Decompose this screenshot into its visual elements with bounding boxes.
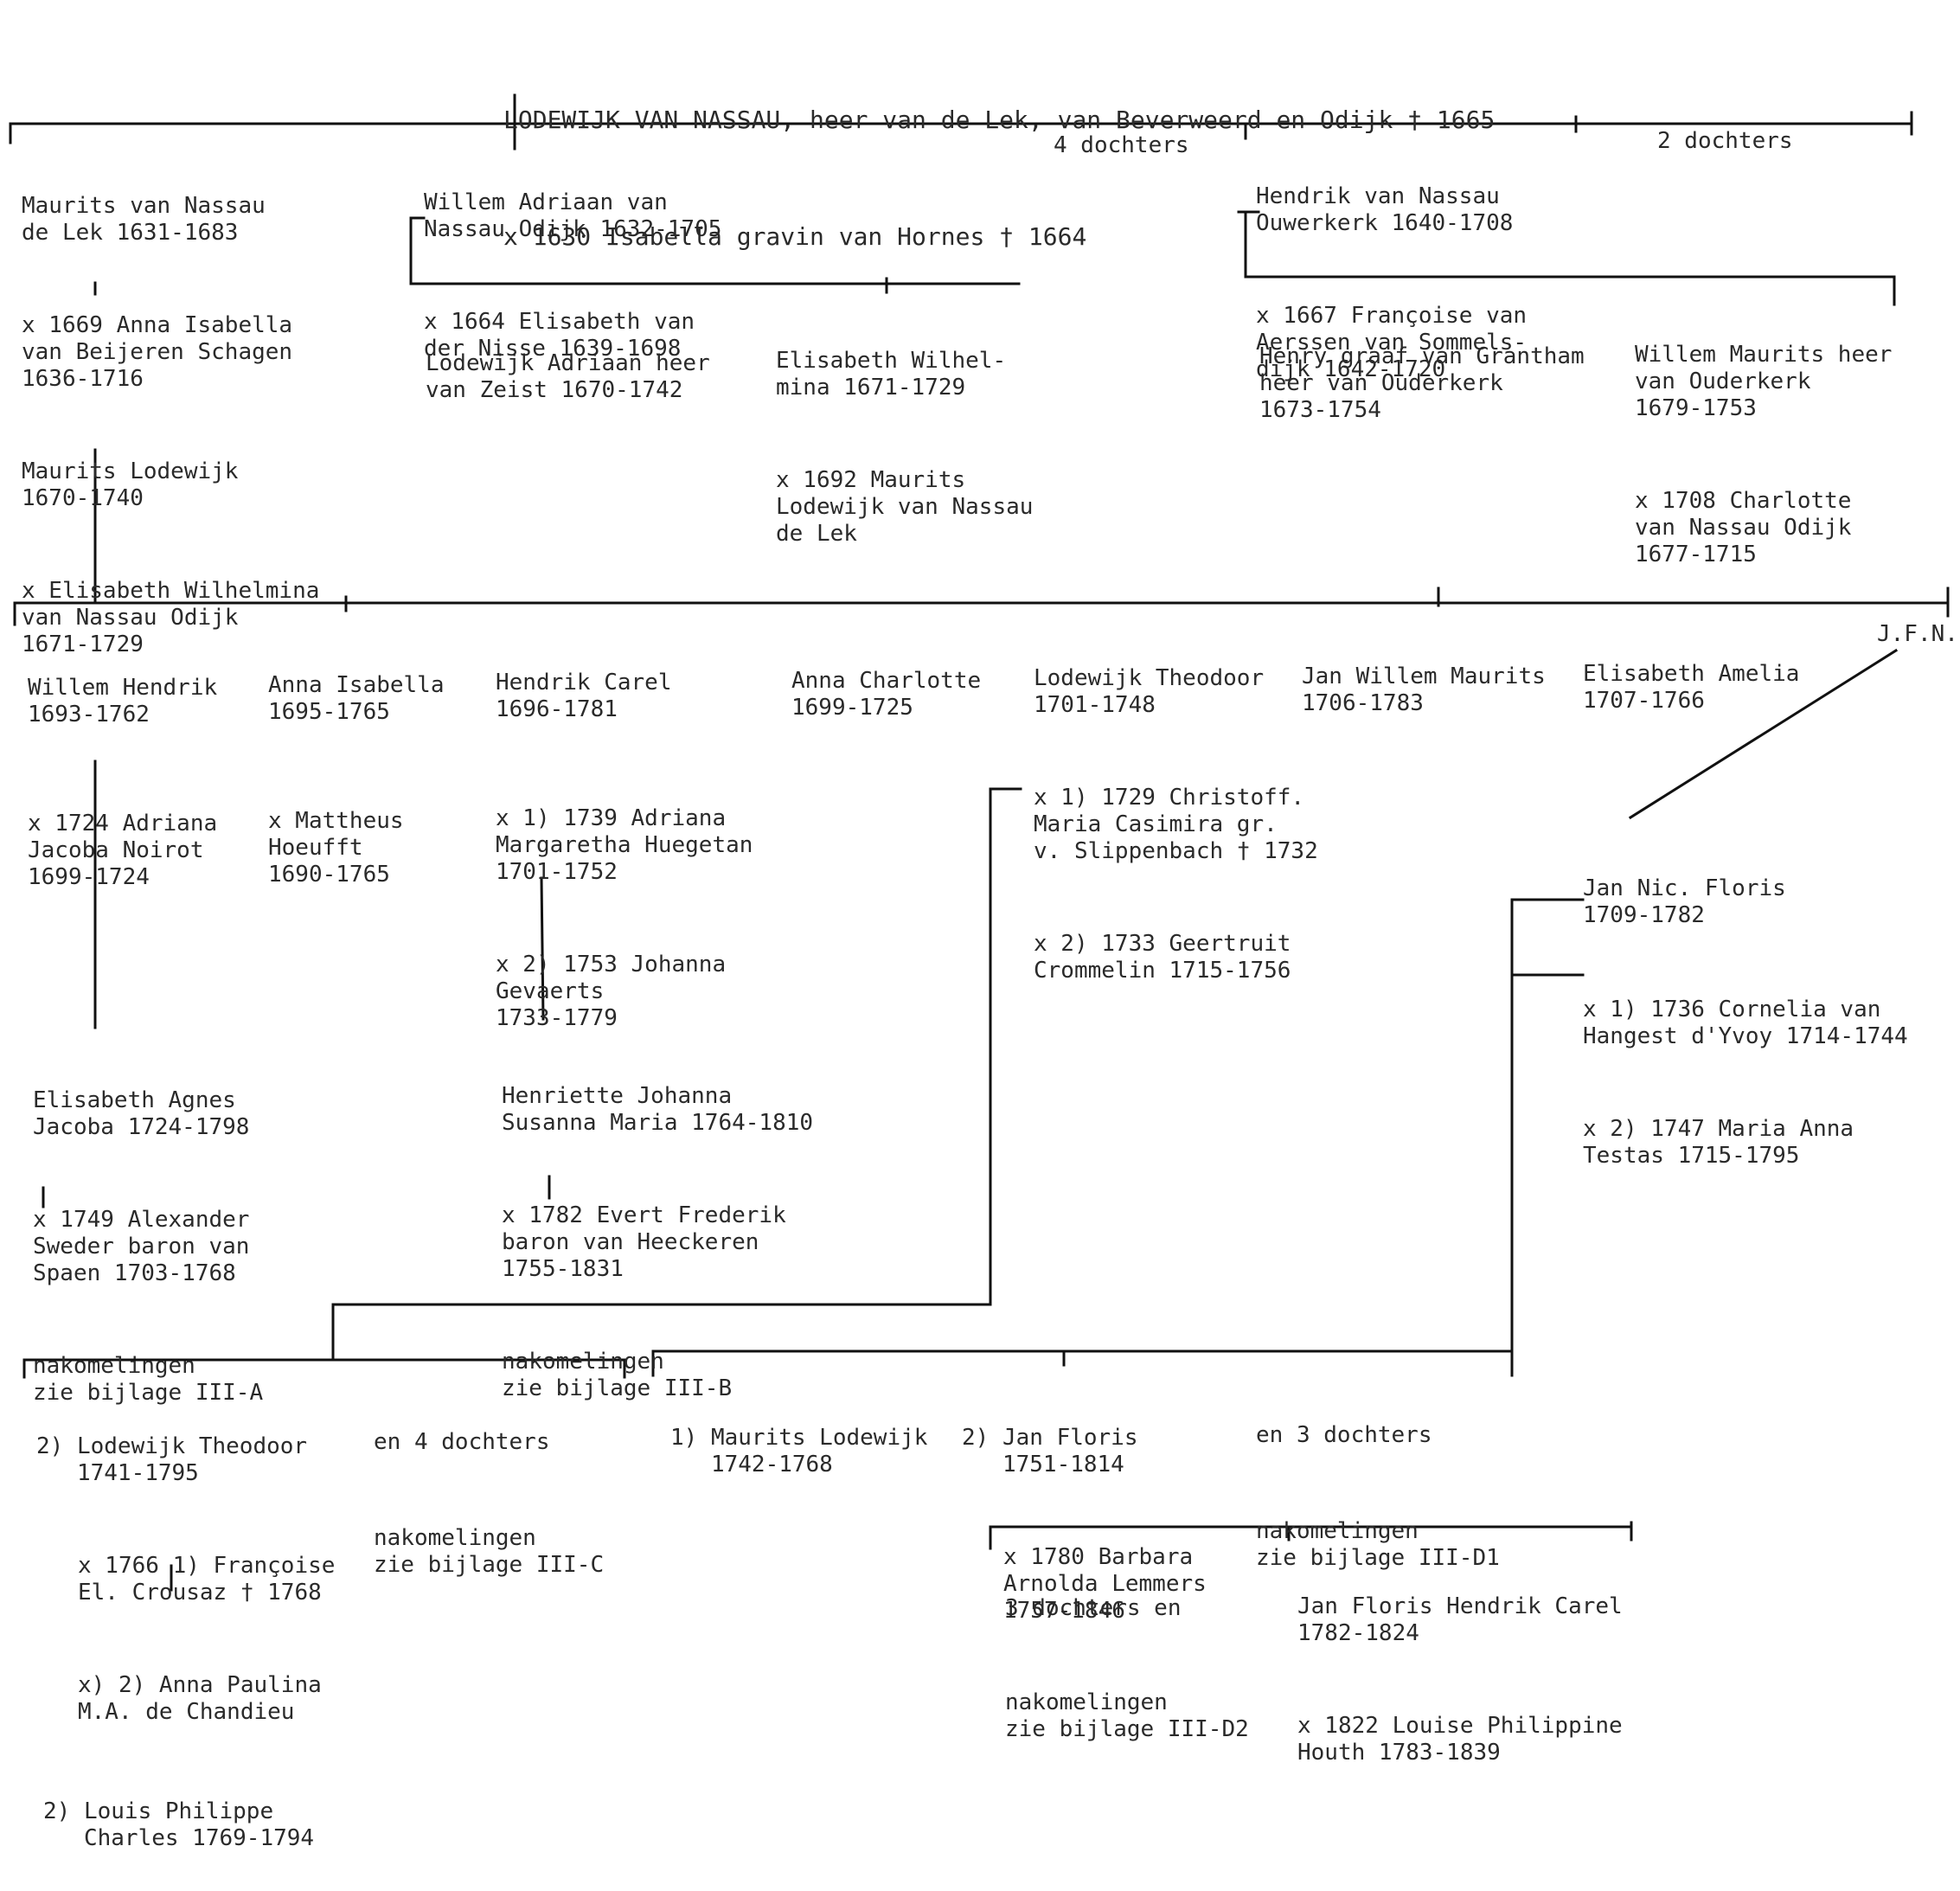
- person-anna-charlotte: Anna Charlotte 1699-1725: [791, 614, 981, 760]
- person-name: Willem Hendrik 1693-1762: [28, 675, 218, 728]
- daughters-label: 3 dochters en: [1005, 1595, 1182, 1621]
- marriage-1: x 1) 1739 Adriana Margaretha Huegetan 17…: [496, 805, 753, 885]
- descendants-note: nakomelingen zie bijlage III-D2: [1005, 1689, 1249, 1742]
- person-name: Hendrik Carel 1696-1781: [496, 670, 672, 722]
- marriage-1: x 1) 1736 Cornelia van Hangest d'Yvoy 17…: [1583, 997, 1908, 1049]
- person-name: Anna Isabella 1695-1765: [268, 672, 445, 725]
- daughters-label: en 4 dochters: [374, 1429, 550, 1455]
- person-hendrik-van-nassau: Hendrik van Nassau Ouwerkerk 1640-1708 x…: [1256, 130, 1527, 422]
- daughters-label: en 3 dochters: [1256, 1422, 1432, 1448]
- person-henry-grantham: Henry graaf van Grantham heer van Ouderk…: [1259, 290, 1585, 463]
- person-name: 1) Maurits Lodewijk 1742-1768: [670, 1425, 928, 1478]
- marriage: x 1822 Louise Philippine Houth 1783-1839: [1297, 1713, 1623, 1766]
- connector-line: [540, 876, 545, 1021]
- child-name: 2) Louis Philippe Charles 1769-1794: [43, 1798, 315, 1851]
- descendants-note: nakomelingen zie bijlage III-A: [33, 1353, 264, 1406]
- person-name: Elisabeth Wilhel- mina 1671-1729: [776, 348, 1007, 401]
- person-maurits-van-nassau: Maurits van Nassau de Lek 1631-1683 x 16…: [22, 139, 319, 697]
- person-jan-floris-hendrik-carel: Jan Floris Hendrik Carel 1782-1824 x 182…: [1297, 1540, 1623, 1805]
- descendants-note: nakomelingen zie bijlage III-D1: [1256, 1518, 1500, 1571]
- descendants-note: nakomelingen zie bijlage III-C: [374, 1525, 605, 1578]
- marriage-1: x 1) 1729 Christoff. Maria Casimira gr. …: [1034, 785, 1318, 864]
- person-jan-willem-maurits: Jan Willem Maurits 1706-1783: [1302, 610, 1546, 756]
- person-henriette-johanna: Henriette Johanna Susanna Maria 1764-181…: [502, 1029, 813, 1441]
- tree-connector-lines: [9, 93, 1950, 1592]
- connector-line: [1628, 648, 1899, 820]
- marriage: x 1669 Anna Isabella van Beijeren Schage…: [22, 312, 293, 392]
- en-4-dochters: en 4 dochters nakomelingen zie bijlage I…: [374, 1375, 604, 1618]
- child-name: Maurits Lodewijk 1670-1740: [22, 458, 239, 511]
- marriage-2: x) 2) Anna Paulina M.A. de Chandieu: [78, 1672, 322, 1725]
- person-anna-isabella: Anna Isabella 1695-1765 x Mattheus Hoeuf…: [268, 619, 445, 927]
- marriage: x Mattheus Hoeufft 1690-1765: [268, 808, 404, 888]
- marriage: x 1664 Elisabeth van der Nisse 1639-1698: [424, 309, 695, 362]
- person-jan-nic-floris: Jan Nic. Floris 1709-1782 x 1) 1736 Corn…: [1583, 822, 1908, 1208]
- marriage: x 1780 Barbara Arnolda Lemmers 1757-1846: [1003, 1544, 1207, 1624]
- three-daughters: 3 dochters en nakomelingen zie bijlage I…: [1005, 1542, 1249, 1782]
- marriage: x 1749 Alexander Sweder baron van Spaen …: [33, 1207, 250, 1286]
- jfn-abbreviation: J.F.N.: [1877, 621, 1958, 647]
- marriage: x 1782 Evert Frederik baron van Heeckere…: [502, 1202, 786, 1282]
- person-name: Maurits van Nassau de Lek 1631-1683: [22, 193, 266, 246]
- person-name: Elisabeth Amelia 1707-1766: [1583, 661, 1800, 714]
- four-daughters: 4 dochters: [1054, 132, 1189, 158]
- marriage-2: x 2) 1733 Geertruit Crommelin 1715-1756: [1034, 931, 1291, 984]
- person-willem-maurits: Willem Maurits heer van Ouderkerk 1679-1…: [1635, 288, 1892, 607]
- person-elisabeth-wilhelmina: Elisabeth Wilhel- mina 1671-1729 x 1692 …: [776, 294, 1033, 587]
- marriage: x 1692 Maurits Lodewijk van Nassau de Le…: [776, 467, 1034, 547]
- person-name: Willem Adriaan van Nassau Odijk 1632-170…: [424, 189, 722, 242]
- person-name: 2) Lodewijk Theodoor 1741-1795: [36, 1433, 308, 1486]
- person-name: Lodewijk Adriaan heer van Zeist 1670-174…: [426, 350, 710, 403]
- person-elisabeth-amelia: Elisabeth Amelia 1707-1766: [1583, 607, 1799, 753]
- person-name: Jan Willem Maurits 1706-1783: [1302, 663, 1546, 716]
- person-name: Hendrik van Nassau Ouwerkerk 1640-1708: [1256, 183, 1514, 236]
- marriage: x 1667 Françoise van Aerssen van Sommels…: [1256, 303, 1528, 382]
- marriage-2: x 2) 1747 Maria Anna Testas 1715-1795: [1583, 1116, 1854, 1169]
- person-hendrik-carel: Hendrik Carel 1696-1781 x 1) 1739 Adrian…: [496, 616, 753, 1071]
- person-jan-floris: 2) Jan Floris 1751-1814 x 1780 Barbara A…: [962, 1371, 1207, 1663]
- person-lodewijk-adriaan: Lodewijk Adriaan heer van Zeist 1670-174…: [426, 297, 710, 443]
- progenitor-marriage: x 1630 Isabella gravin van Hornes † 1664: [503, 222, 1087, 251]
- person-name: Jan Floris Hendrik Carel 1782-1824: [1297, 1593, 1623, 1646]
- person-willem-hendrik: Willem Hendrik 1693-1762 x 1724 Adriana …: [28, 621, 217, 930]
- progenitor-heading: LODEWIJK VAN NASSAU, heer van de Lek, va…: [503, 22, 1495, 295]
- en-3-dochters: en 3 dochters nakomelingen zie bijlage I…: [1256, 1369, 1500, 1611]
- person-name: Willem Maurits heer van Ouderkerk 1679-1…: [1635, 342, 1893, 421]
- person-name: Henry graaf van Grantham heer van Ouderk…: [1259, 343, 1585, 423]
- progenitor-name: LODEWIJK VAN NASSAU, heer van de Lek, va…: [503, 106, 1496, 134]
- person-willem-adriaan: Willem Adriaan van Nassau Odijk 1632-170…: [424, 136, 721, 401]
- marriage-2: x 2) 1753 Johanna Gevaerts 1733-1779: [496, 952, 727, 1031]
- person-name: 2) Jan Floris 1751-1814: [962, 1425, 1138, 1478]
- person-name: Anna Charlotte 1699-1725: [791, 668, 982, 721]
- person-name: Elisabeth Agnes Jacoba 1724-1798: [33, 1087, 250, 1140]
- person-lodewijk-theodoor: Lodewijk Theodoor 1701-1748 x 1) 1729 Ch…: [1034, 612, 1318, 1023]
- person-elisabeth-agnes: Elisabeth Agnes Jacoba 1724-1798 x 1749 …: [33, 1034, 263, 1445]
- person-name: Henriette Johanna Susanna Maria 1764-181…: [502, 1083, 814, 1136]
- child-marriage: x Elisabeth Wilhelmina van Nassau Odijk …: [22, 578, 320, 657]
- marriage: x 1708 Charlotte van Nassau Odijk 1677-1…: [1635, 488, 1852, 567]
- marriage-1: x 1766 1) Françoise El. Crousaz † 1768: [78, 1553, 336, 1606]
- marriage: x 1724 Adriana Jacoba Noirot 1699-1724: [28, 811, 218, 890]
- person-lodewijk-theodoor-2: 2) Lodewijk Theodoor 1741-1795 x 1766 1)…: [36, 1380, 335, 1891]
- person-maurits-lodewijk-1742: 1) Maurits Lodewijk 1742-1768: [670, 1371, 927, 1517]
- person-name: Jan Nic. Floris 1709-1782: [1583, 875, 1786, 928]
- descendants-note: nakomelingen zie bijlage III-B: [502, 1349, 733, 1401]
- two-daughters: 2 dochters: [1657, 128, 1793, 154]
- person-name: Lodewijk Theodoor 1701-1748: [1034, 665, 1265, 718]
